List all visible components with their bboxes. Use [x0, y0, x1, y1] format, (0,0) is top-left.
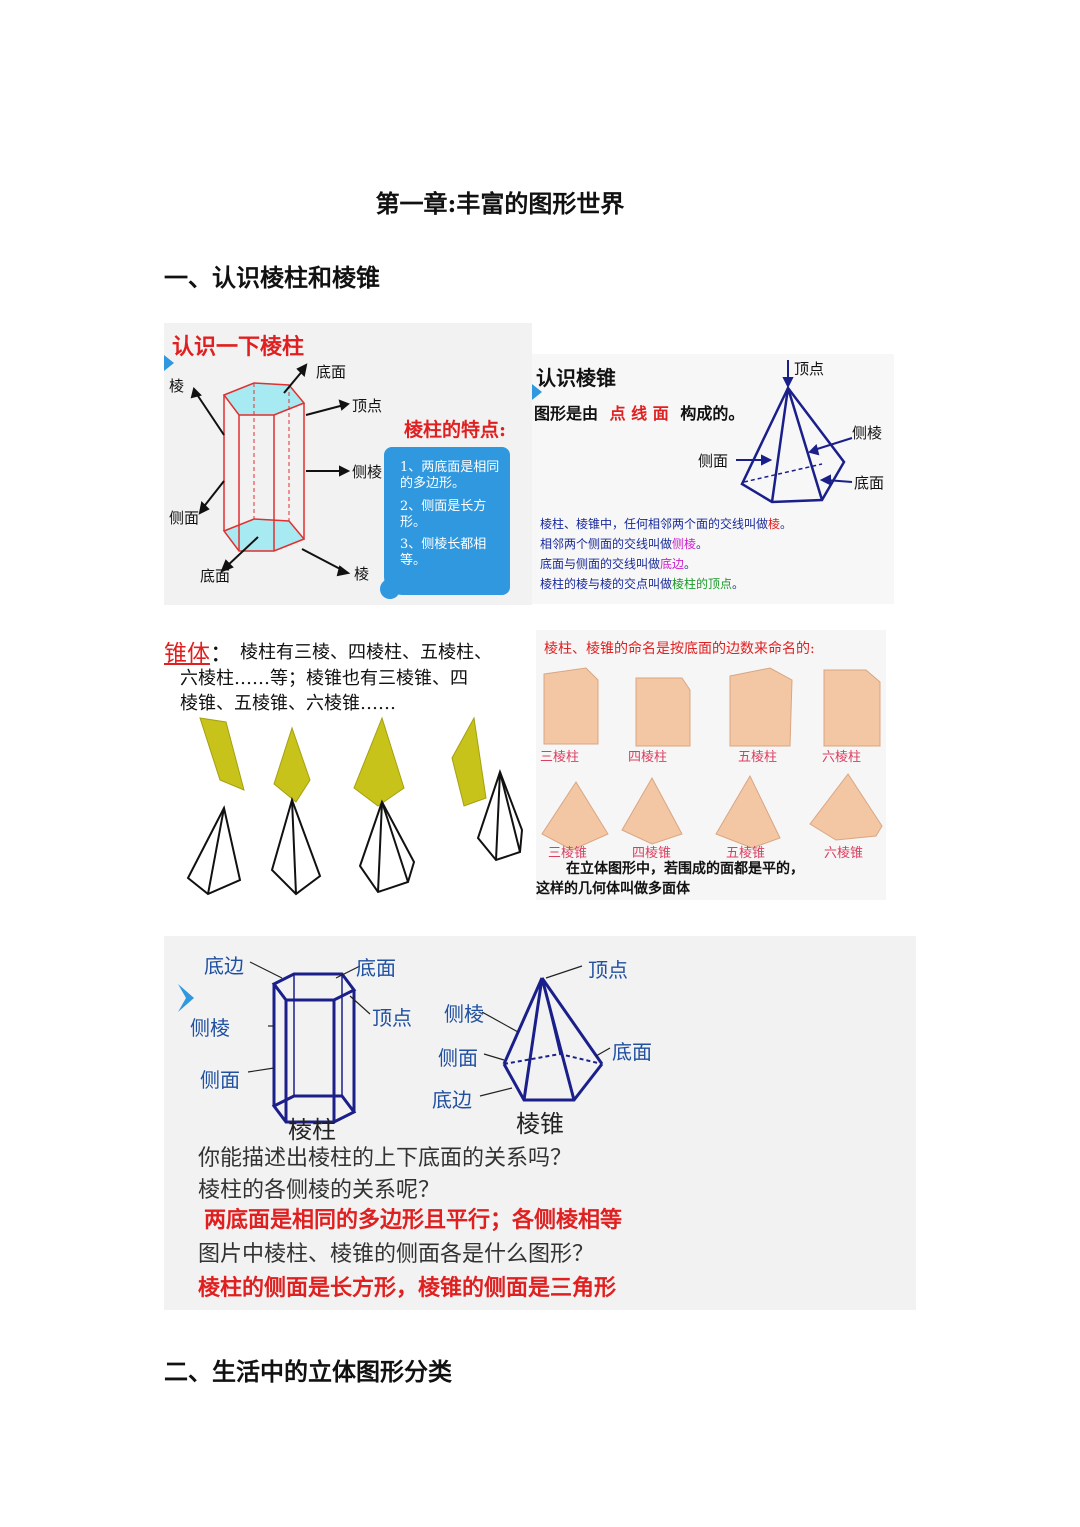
features-scroll: [384, 447, 510, 595]
compare-prism-label-lateral-edge: 侧棱: [190, 1016, 230, 1040]
compare-prism-label-base: 底面: [356, 956, 396, 980]
section-heading-2: 二、生活中的立体图形分类: [164, 1357, 452, 1386]
compare-pyramid-label-lateral-face: 侧面: [438, 1046, 478, 1070]
cone-heading-colon: ：: [210, 641, 233, 667]
def-edge: 棱柱、棱锥中，任何相邻两个面的交线叫做棱。: [540, 517, 793, 531]
compare-pyramid-label-lateral-edge: 侧棱: [444, 1002, 484, 1026]
prism-label-base-bottom: 底面: [200, 567, 231, 585]
prism-feature-1: 1、两底面是相同的多边形。: [400, 460, 500, 492]
prism-feature-3: 3、侧棱长都相等。: [400, 537, 487, 569]
compare-prism-name: 棱柱: [288, 1116, 336, 1144]
naming-note-2: 这样的几何体叫做多面体: [536, 881, 690, 897]
compare-pyramid-name: 棱锥: [516, 1110, 564, 1138]
compare-prism-label-vertex: 顶点: [372, 1006, 412, 1030]
prism-label-vertex: 顶点: [352, 397, 383, 415]
compare-pyramid-label-base-edge: 底边: [432, 1088, 472, 1112]
naming-prism-1: 三棱柱: [540, 750, 580, 765]
pyramid-defs: 棱柱、棱锥中，任何相邻两个面的交线叫做棱。 相邻两个侧面的交线叫做侧棱。 底面与…: [540, 514, 792, 594]
pyramid-intro-prefix: 图形是由: [534, 404, 599, 423]
prism-label-lateral-face: 侧面: [169, 509, 200, 527]
naming-pyramid-4: 六棱锥: [824, 846, 864, 861]
pyramid-label-vertex: 顶点: [794, 360, 825, 378]
cone-diagram: [186, 716, 524, 896]
cone-heading: 锥体：: [164, 634, 233, 668]
naming-pyramid-2: 四棱锥: [632, 846, 672, 861]
prism-features-list: 1、两底面是相同的多边形。 2、侧面是长方形。 3、侧棱长都相等。: [400, 460, 508, 576]
page-title: 第一章:丰富的图形世界: [375, 189, 625, 218]
prism-label-base-top: 底面: [316, 363, 347, 381]
def-vertex: 棱柱的棱与棱的交点叫做棱柱的顶点。: [540, 577, 745, 591]
pyramid-intro-suffix: 构成的。: [680, 404, 745, 423]
compare-diagram: [178, 961, 611, 1124]
cone-line-1: 棱柱有三棱、四棱柱、五棱柱、: [240, 642, 492, 663]
prism-feature-2: 2、侧面是长方形。: [400, 498, 487, 530]
prism-features-title: 棱柱的特点:: [404, 419, 507, 441]
naming-prism-4: 六棱柱: [822, 750, 862, 765]
panel-compare: 底边 底面 侧棱 顶点 侧面 棱柱 顶点 侧棱 侧面 底面 底边 棱锥 你能描述…: [164, 936, 916, 1310]
compare-question-1: 你能描述出棱柱的上下底面的关系吗？: [198, 1146, 573, 1171]
compare-question-2: 棱柱的各侧棱的关系呢？: [198, 1178, 441, 1203]
section-heading-1: 一、认识棱柱和棱锥: [164, 263, 380, 292]
prism-label-edge: 棱: [169, 377, 185, 395]
pyramid-intro-red: 点 线 面: [609, 404, 669, 423]
compare-pyramid-label-vertex: 顶点: [588, 958, 628, 982]
prism-heading: 认识一下棱柱: [172, 334, 305, 360]
compare-question-3: 图片中棱柱、棱锥的侧面各是什么图形？: [198, 1242, 595, 1267]
compare-answer-1: 两底面是相同的多边形且平行；各侧棱相等: [204, 1207, 623, 1233]
prism-label-lateral-edge: 侧棱: [352, 463, 383, 481]
cone-line-3: 棱锥、五棱锥、六棱锥……: [180, 693, 396, 714]
pyramid-diagram: [532, 360, 853, 504]
naming-pyramid-3: 五棱锥: [726, 846, 766, 861]
compare-pyramid-label-base: 底面: [612, 1040, 652, 1064]
naming-note-1: 在立体图形中，若围成的面都是平的，: [566, 861, 804, 877]
compare-answer-2: 棱柱的侧面是长方形，棱锥的侧面是三角形: [198, 1275, 617, 1301]
compare-prism-label-base-edge: 底边: [204, 954, 244, 978]
pyramid-heading: 认识棱锥: [536, 366, 616, 390]
naming-pyramid-1: 三棱锥: [548, 846, 588, 861]
prism-label-edge-bottom: 棱: [354, 565, 370, 583]
panel-naming: 棱柱、棱锥的命名是按底面的边数来命名的: 三棱柱 四棱柱 五棱柱 六棱柱 三棱锥…: [536, 630, 886, 900]
naming-prism-2: 四棱柱: [628, 750, 668, 765]
def-base-edge: 底面与侧面的交线叫做底边。: [540, 557, 697, 571]
cone-heading-text: 锥体: [164, 641, 210, 667]
pyramid-label-lateral-edge: 侧棱: [852, 424, 883, 442]
naming-diagram: [541, 667, 883, 851]
panel-pyramid: 认识棱锥 图形是由 点 线 面 构成的。 顶点 侧棱 侧面 底面 棱柱、棱锥中，…: [532, 354, 894, 604]
def-lateral-edge: 相邻两个侧面的交线叫做侧棱。: [540, 537, 709, 551]
compare-prism-label-lateral-face: 侧面: [200, 1068, 240, 1092]
naming-prism-3: 五棱柱: [738, 750, 778, 765]
naming-heading: 棱柱、棱锥的命名是按底面的边数来命名的:: [544, 641, 815, 657]
pyramid-label-base: 底面: [854, 474, 885, 492]
prism-diagram: [164, 355, 400, 599]
panel-cone: 锥体： 棱柱有三棱、四棱柱、五棱柱、 六棱柱……等；棱锥也有三棱锥、四 棱锥、五…: [164, 630, 532, 900]
pyramid-label-lateral-face: 侧面: [698, 452, 729, 470]
cone-line-2: 六棱柱……等；棱锥也有三棱锥、四: [180, 668, 468, 689]
pyramid-intro: 图形是由 点 线 面 构成的。: [534, 400, 744, 424]
